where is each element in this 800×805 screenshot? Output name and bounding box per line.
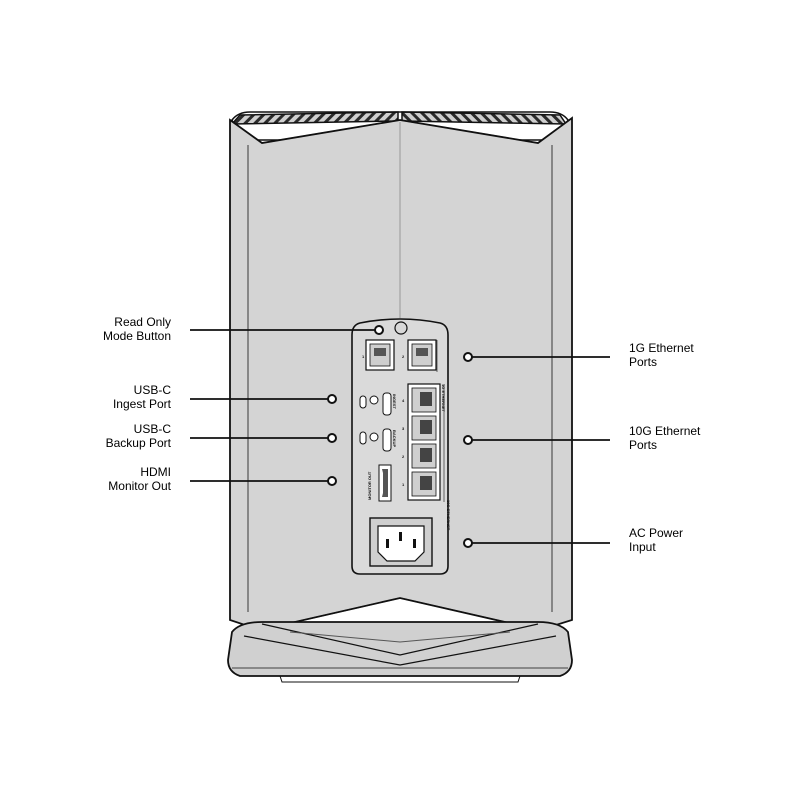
label-line: Backup Port (105, 436, 171, 450)
label-hdmi-monitor-out: HDMI Monitor Out (108, 465, 171, 493)
label-line: Ingest Port (112, 397, 171, 411)
marking-1g-port-2: 2 (402, 354, 405, 359)
label-line: Ports (629, 355, 658, 369)
rear-panel (351, 318, 449, 575)
one-g-ethernet-ports (365, 339, 438, 372)
label-line: USB-C (133, 383, 171, 397)
label-usbc-backup: USB-C Backup Port (106, 422, 171, 450)
marking-monitor-out: MONITOR OUT (367, 471, 372, 500)
label-line: Input (629, 540, 656, 554)
label-line: Ports (629, 438, 658, 452)
marking-backup: BACKUP (392, 430, 397, 447)
label-line: Mode Button (102, 329, 171, 343)
marking-port-1: 1 (402, 482, 405, 487)
read-only-button (394, 321, 408, 335)
usbc-backup-port (359, 428, 392, 452)
label-line: USB-C (133, 422, 171, 436)
label-ac-power-input: AC Power Input (629, 526, 683, 554)
marking-port-4: 4 (402, 398, 405, 403)
marking-ingest: INGEST (392, 394, 397, 409)
label-line: AC Power (629, 526, 684, 540)
label-line: HDMI (140, 465, 171, 479)
marking-port-3: 3 (402, 426, 405, 431)
ten-g-ethernet-ports (407, 383, 445, 502)
marking-port-2: 2 (402, 454, 405, 459)
callout-lines (190, 325, 610, 548)
label-1g-ethernet-ports: 1G Ethernet Ports (629, 341, 694, 369)
usbc-ingest-port (359, 392, 392, 416)
marking-1g-port-1: 1 (362, 354, 365, 359)
ac-power-input (369, 517, 433, 567)
marking-1g-ethernet: 1G ETHERNET (441, 384, 446, 413)
hdmi-port (378, 464, 392, 502)
label-line: Read Only (114, 315, 171, 329)
label-line: 1G Ethernet (629, 341, 694, 355)
marking-10g-ethernet: 10G ETHERNET (446, 500, 451, 531)
label-10g-ethernet-ports: 10G Ethernet Ports (629, 424, 700, 452)
device-stand (227, 621, 573, 683)
label-read-only-mode-button: Read Only Mode Button (103, 315, 171, 343)
label-usbc-ingest: USB-C Ingest Port (113, 383, 171, 411)
panel-markings: 1G ETHERNET 10G ETHERNET INGEST BACKUP M… (362, 354, 451, 531)
label-line: Monitor Out (108, 479, 171, 493)
label-line: 10G Ethernet (629, 424, 701, 438)
